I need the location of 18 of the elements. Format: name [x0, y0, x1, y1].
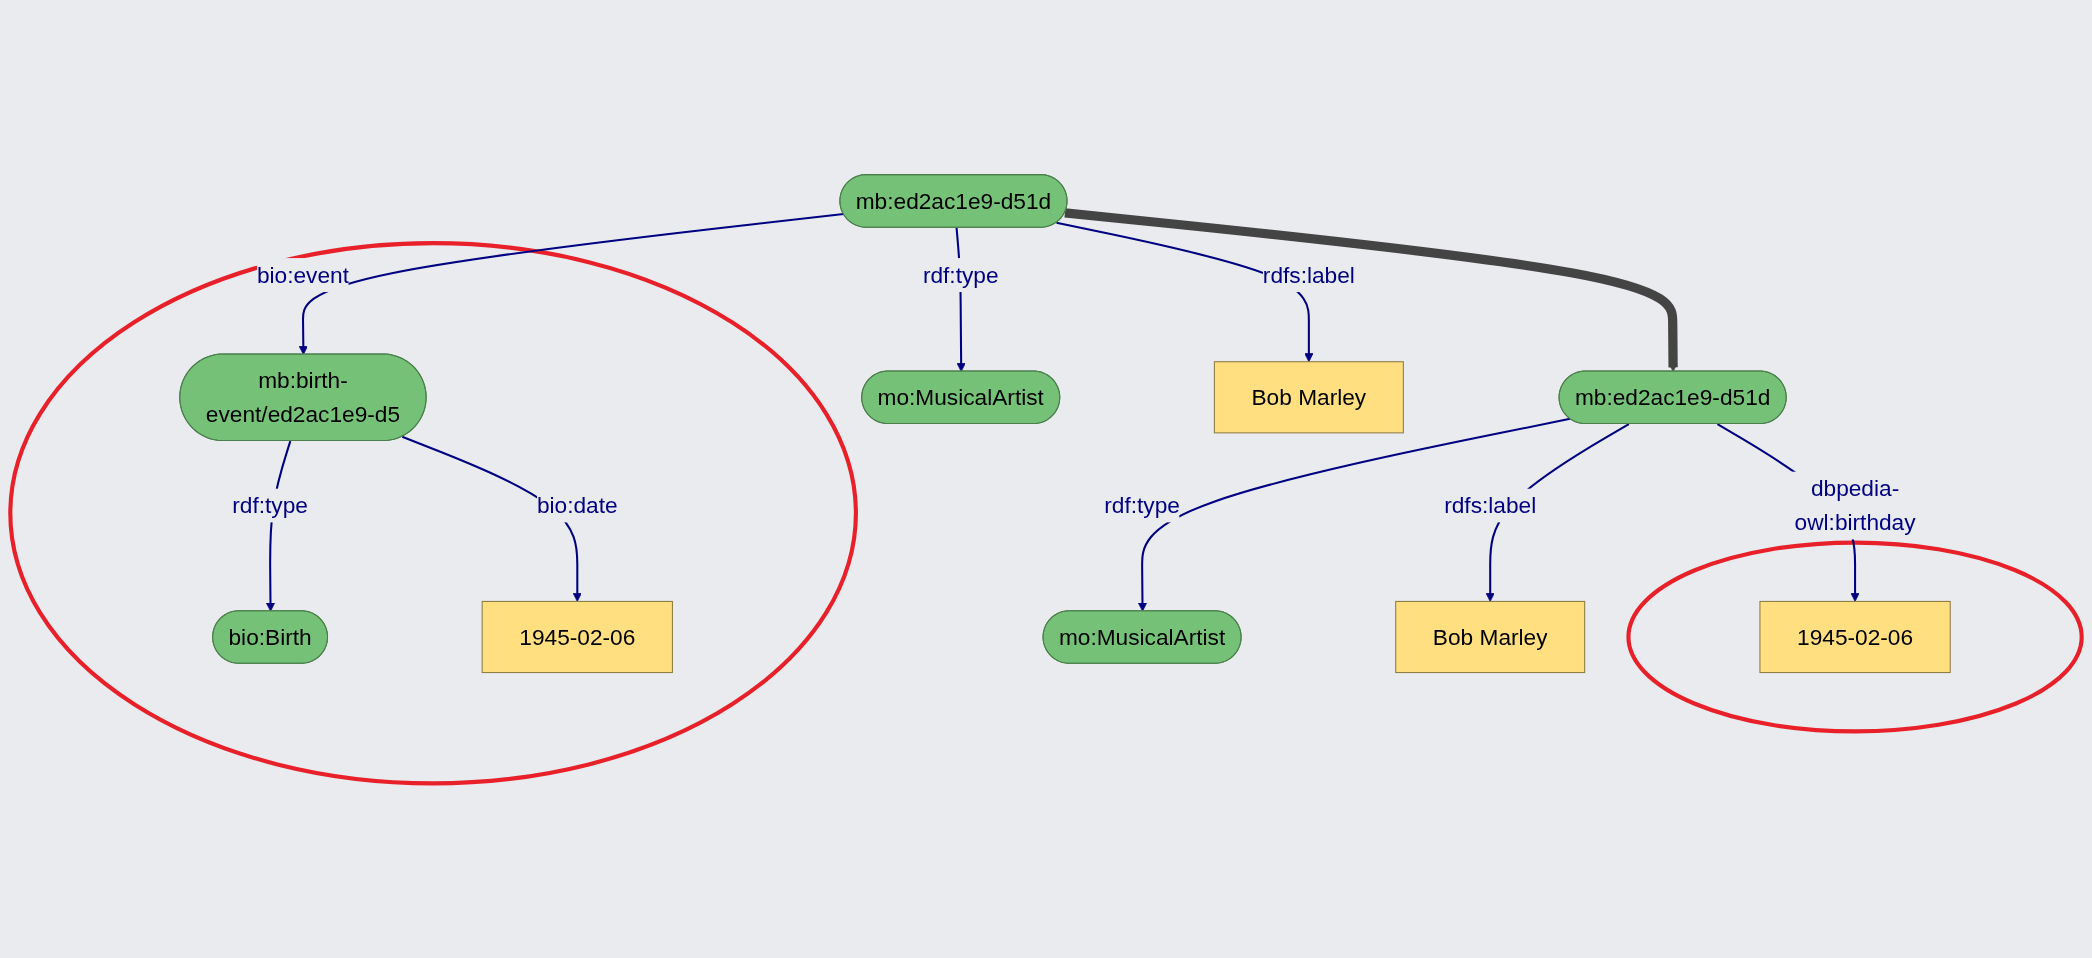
- edge-label: bio:event: [256, 262, 349, 289]
- edge-label: rdf:type: [922, 262, 999, 289]
- node-box: 1945-02-06: [1759, 600, 1951, 674]
- arrow: [1056, 221, 1314, 363]
- edge-label: bio:date: [536, 492, 618, 519]
- cluster: [1626, 540, 2084, 734]
- cluster: [8, 241, 858, 786]
- arrow: [1064, 208, 1678, 372]
- node-box: Bob Marley: [1395, 600, 1586, 674]
- edge-label: rdf:type: [1104, 492, 1180, 519]
- arrow: [1137, 417, 1571, 612]
- edge-label: rdfs:label: [1444, 492, 1537, 519]
- node-box: 1945-02-06: [481, 600, 673, 674]
- arrow: [298, 213, 844, 355]
- edge-label: dbpedia-owl:birthday: [1794, 475, 1916, 536]
- edge-label: rdfs:label: [1262, 262, 1355, 289]
- node-box: Bob Marley: [1213, 361, 1404, 434]
- edge-label: rdf:type: [232, 492, 308, 519]
